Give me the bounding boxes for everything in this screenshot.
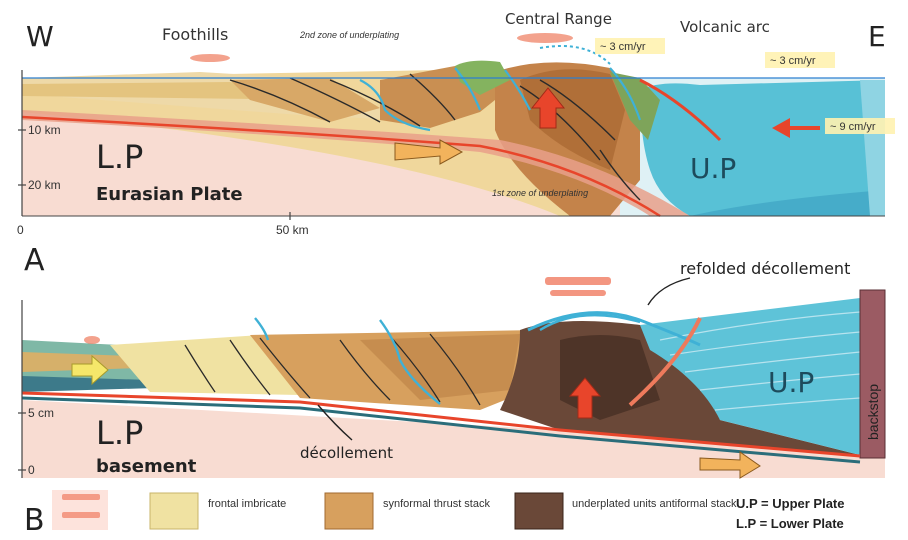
backstop-label: backstop: [865, 384, 881, 440]
depth20-label: 20 km: [28, 178, 61, 192]
legend-frontal-text: frontal imbricate: [208, 498, 286, 510]
refolded-label: refolded décollement: [680, 259, 850, 278]
eurasian-label: Eurasian Plate: [96, 184, 243, 205]
depth0-label: 0: [28, 463, 35, 477]
east-label: E: [868, 20, 886, 53]
erosion-mark-1: [190, 54, 230, 62]
lp-label-a: L.P: [96, 138, 143, 176]
lp-label-b: L.P: [96, 414, 143, 452]
erosion-mark-b3: [84, 336, 100, 344]
decollement-label: décollement: [300, 444, 393, 462]
legend: B frontal imbricate synformal thrust sta…: [24, 490, 845, 538]
panel-b: refolded décollement décollement 5 cm 0 …: [18, 259, 885, 478]
up-label-b: U.P: [768, 366, 814, 399]
underplated-swatch: [515, 493, 563, 529]
legend-synformal-text: synformal thrust stack: [383, 498, 490, 510]
dist50-label: 50 km: [276, 223, 309, 237]
dist0-label: 0: [17, 223, 24, 237]
panel-a-letter: A: [24, 243, 45, 278]
panel-a: W E Foothills Central Range Volcanic arc…: [17, 10, 895, 237]
erosion-mark-b2: [550, 290, 606, 296]
up-label-a: U.P: [690, 152, 736, 185]
erosion-legend-swatch-1: [62, 494, 100, 500]
erosion-mark-2: [517, 33, 573, 43]
foothills-label: Foothills: [162, 25, 228, 44]
legend-frontal: frontal imbricate: [208, 498, 286, 510]
refolded-pointer: [648, 278, 690, 305]
frontal-swatch: [150, 493, 198, 529]
depth10-label: 10 km: [28, 123, 61, 137]
rate2-label: ~ 3 cm/yr: [770, 55, 816, 67]
volcanic-arc-label: Volcanic arc: [680, 18, 770, 36]
erosion-mark-b1: [545, 277, 611, 285]
legend-upper: U.P = Upper Plate: [736, 496, 845, 511]
synformal-swatch: [325, 493, 373, 529]
legend-underplated: underplated units antiformal stack: [572, 498, 737, 510]
zone2-label: 2nd zone of underplating: [299, 30, 399, 40]
legend-lower: L.P = Lower Plate: [736, 516, 844, 531]
legend-synformal: synformal thrust stack: [383, 498, 490, 510]
zone1-label: 1st zone of underplating: [492, 188, 588, 198]
legend-underplated-text: underplated units antiformal stack: [572, 498, 737, 510]
central-range-label: Central Range: [505, 10, 612, 28]
erosion-legend-swatch-2: [62, 512, 100, 518]
rate1-label: ~ 3 cm/yr: [600, 41, 646, 53]
basement-label: basement: [96, 456, 197, 477]
panel-b-letter: B: [24, 503, 45, 538]
west-label: W: [26, 20, 54, 53]
rate3-label: ~ 9 cm/yr: [830, 121, 876, 133]
depth5-label: 5 cm: [28, 406, 54, 420]
